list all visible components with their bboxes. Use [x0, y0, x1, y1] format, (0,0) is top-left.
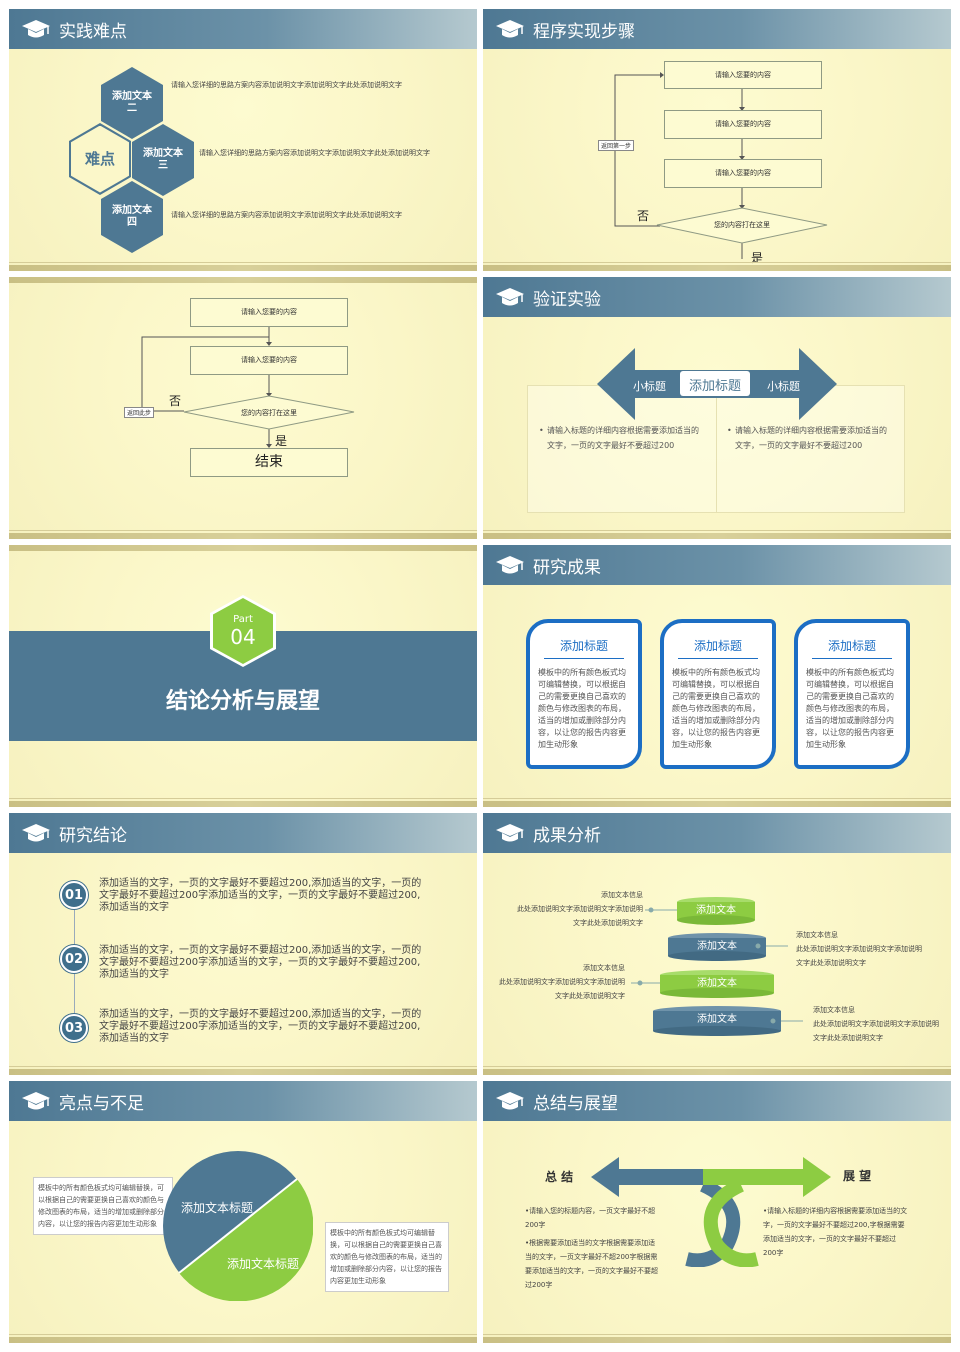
decision-text: 您的内容打在这里 [241, 409, 297, 417]
disk-3: 添加文本 [660, 970, 774, 998]
left-subtitle: 小标题 [633, 380, 666, 393]
slide-header: 验证实验 [483, 277, 951, 317]
graduation-cap-icon [21, 18, 51, 40]
slide-header: 研究结论 [9, 813, 477, 853]
connector-lines [631, 907, 803, 1024]
disk-4: 添加文本 [653, 1006, 781, 1036]
center-title: 添加标题 [688, 379, 741, 394]
item-number-1: 01 [60, 881, 88, 909]
slide-summary-outlook: 总结与展望 总 结 展 望 •请输入您的标题内容，一页文字最好不超200字 •根… [483, 1081, 951, 1343]
bullet-text-right: •请输入标题的详细内容根据需要添加适当的文字，一页的文字最好不要超过200 [727, 426, 887, 450]
graduation-cap-icon [495, 1090, 525, 1112]
slide-title: 程序实现步骤 [533, 21, 635, 42]
flowchart-lines [614, 72, 828, 259]
slide-title: 总结与展望 [533, 1093, 618, 1114]
slide-flowchart-end: 请输入您要的内容 请输入您要的内容 您的内容打在这里 返回此步 否 是 结束 [9, 277, 477, 539]
panel-divider [716, 385, 717, 513]
summary-text-2: •根据需要添加适当的文字根据需要添加适当的文字，一页文字最好不超200字根据需要… [525, 1239, 658, 1289]
slide-practice-difficulties: 实践难点 添加文本 二 难点 添加文本 三 添加文本 四 请输入您详细的思路方案… [9, 9, 477, 271]
pie-label-2: 添加文本标题 [227, 1257, 300, 1271]
disk-1: 添加文本 [677, 897, 755, 925]
outlook-text: •请输入标题的详细内容根据需要添加适当的文字，一页的文字最好不要超过200,字根… [763, 1207, 908, 1257]
step-box-2: 请输入您要的内容 [190, 346, 348, 375]
end-box: 结束 [190, 448, 348, 477]
item-text-1: 添加适当的文字，一页的文字最好不要超过200,添加适当的文字，一页的文字最好不要… [99, 878, 422, 913]
info-block-1: 添加文本信息此处添加说明文字添加说明文字添加说明文字此处添加说明文字 [517, 891, 643, 927]
slide-research-results: 研究成果 添加标题模板中的所有颜色板式均可编辑替换，可以根据自己的需要更换自己喜… [483, 545, 951, 807]
bullet-text-left: •请输入标题的详细内容根据需要添加适当的文字，一页的文字最好不要超过200 [539, 426, 699, 450]
disk-2: 添加文本 [668, 933, 766, 961]
no-label: 否 [169, 394, 182, 408]
slide-result-analysis: 成果分析 添加文本 添加文本 添加文本 添加文本 添加文本信息此处添加说明文字添… [483, 813, 951, 1075]
item-number-2: 02 [60, 945, 88, 973]
slide-title: 亮点与不足 [59, 1093, 144, 1114]
graduation-cap-icon [495, 554, 525, 576]
item-number-3: 03 [60, 1014, 88, 1042]
no-label: 否 [637, 209, 650, 223]
step-box-1: 请输入您要的内容 [664, 61, 822, 89]
graduation-cap-icon [495, 286, 525, 308]
right-note: 模板中的所有颜色板式均可编辑替换，可以根据自己的需要更换自己喜欢的颜色与修改图表… [325, 1222, 449, 1292]
graduation-cap-icon [21, 1090, 51, 1112]
desc-text-1: 请输入您详细的思路方案内容添加说明文字添加说明文字此处添加说明文字 [171, 81, 402, 89]
yes-label: 是 [275, 434, 288, 448]
decision-diamond [656, 207, 828, 244]
center-title-box [680, 371, 750, 396]
right-subtitle: 小标题 [767, 380, 800, 393]
item-text-3: 添加适当的文字，一页的文字最好不要超过200,添加适当的文字，一页的文字最好不要… [99, 1009, 422, 1044]
flowchart-lines [141, 327, 355, 448]
yes-label: 是 [751, 251, 764, 265]
back-label: 返回此步 [124, 407, 155, 418]
slide-header: 亮点与不足 [9, 1081, 477, 1121]
result-card-1: 添加标题模板中的所有颜色板式均可编辑替换，可以根据自己的需要更换自己喜欢的颜色与… [526, 619, 642, 769]
slide-title: 验证实验 [533, 289, 601, 310]
info-block-4: 添加文本信息此处添加说明文字添加说明文字添加说明文字此处添加说明文字 [813, 1006, 939, 1042]
desc-text-2: 请输入您详细的思路方案内容添加说明文字添加说明文字此处添加说明文字 [199, 149, 430, 157]
slide-header: 程序实现步骤 [483, 9, 951, 49]
hexagon-center: 难点 [71, 125, 129, 193]
slide-highlights: 亮点与不足 模板中的所有颜色板式均可编辑替换，可以根据自己的需要更换自己喜欢的颜… [9, 1081, 477, 1343]
decision-diamond [183, 395, 355, 430]
step-box-1: 请输入您要的内容 [190, 298, 348, 327]
slide-title: 实践难点 [59, 21, 127, 42]
result-card-3: 添加标题模板中的所有颜色板式均可编辑替换，可以根据自己的需要更换自己喜欢的颜色与… [794, 619, 910, 769]
pie-chart [163, 1151, 313, 1301]
summary-text-1: •请输入您的标题内容，一页文字最好不超200字 [525, 1207, 656, 1229]
slide-title: 研究结论 [59, 825, 127, 846]
hexagon-two: 添加文本 二 [101, 67, 163, 139]
slide-verification: 验证实验 小标题 添加标题 小标题 •请输入标题的详细内容根据需要添加适当的文字… [483, 277, 951, 539]
slide-conclusions: 研究结论 01 添加适当的文字，一页的文字最好不要超过200,添加适当的文字，一… [9, 813, 477, 1075]
left-note: 模板中的所有颜色板式均可编辑替换，可以根据自己的需要更换自己喜欢的颜色与修改图表… [33, 1177, 173, 1235]
outlook-title: 展 望 [843, 1169, 872, 1183]
info-block-3: 添加文本信息此处添加说明文字添加说明文字添加说明文字此处添加说明文字 [499, 964, 625, 1000]
slide-header: 研究成果 [483, 545, 951, 585]
desc-text-3: 请输入您详细的思路方案内容添加说明文字添加说明文字此处添加说明文字 [171, 211, 402, 219]
graduation-cap-icon [21, 822, 51, 844]
part-hexagon: Part 04 [213, 598, 273, 664]
step-box-3: 请输入您要的内容 [664, 159, 822, 188]
back-label: 返回第一步 [598, 140, 635, 151]
hexagon-four: 添加文本 四 [101, 181, 163, 253]
step-box-2: 请输入您要的内容 [664, 110, 822, 139]
decision-text: 您的内容打在这里 [714, 221, 770, 229]
item-text-2: 添加适当的文字，一页的文字最好不要超过200,添加适当的文字，一页的文字最好不要… [99, 945, 422, 980]
crossing-arrows-icon [591, 1157, 831, 1267]
pie-label-1: 添加文本标题 [181, 1201, 254, 1215]
slide-header: 成果分析 [483, 813, 951, 853]
slide-program-steps: 程序实现步骤 请输入您要的内容 请输入您要的内容 请输入您要的内容 您的内容打在… [483, 9, 951, 271]
slide-header: 总结与展望 [483, 1081, 951, 1121]
section-title: 结论分析与展望 [165, 689, 320, 714]
slide-header: 实践难点 [9, 9, 477, 49]
result-card-2: 添加标题模板中的所有颜色板式均可编辑替换，可以根据自己的需要更换自己喜欢的颜色与… [660, 619, 776, 769]
slide-title: 研究成果 [533, 557, 601, 578]
summary-title: 总 结 [545, 1170, 574, 1184]
slide-section-cover: Part 04 结论分析与展望 [9, 545, 477, 807]
hexagon-three: 添加文本 三 [132, 124, 194, 196]
slide-title: 成果分析 [533, 825, 601, 846]
info-block-2: 添加文本信息此处添加说明文字添加说明文字添加说明文字此处添加说明文字 [796, 931, 922, 967]
